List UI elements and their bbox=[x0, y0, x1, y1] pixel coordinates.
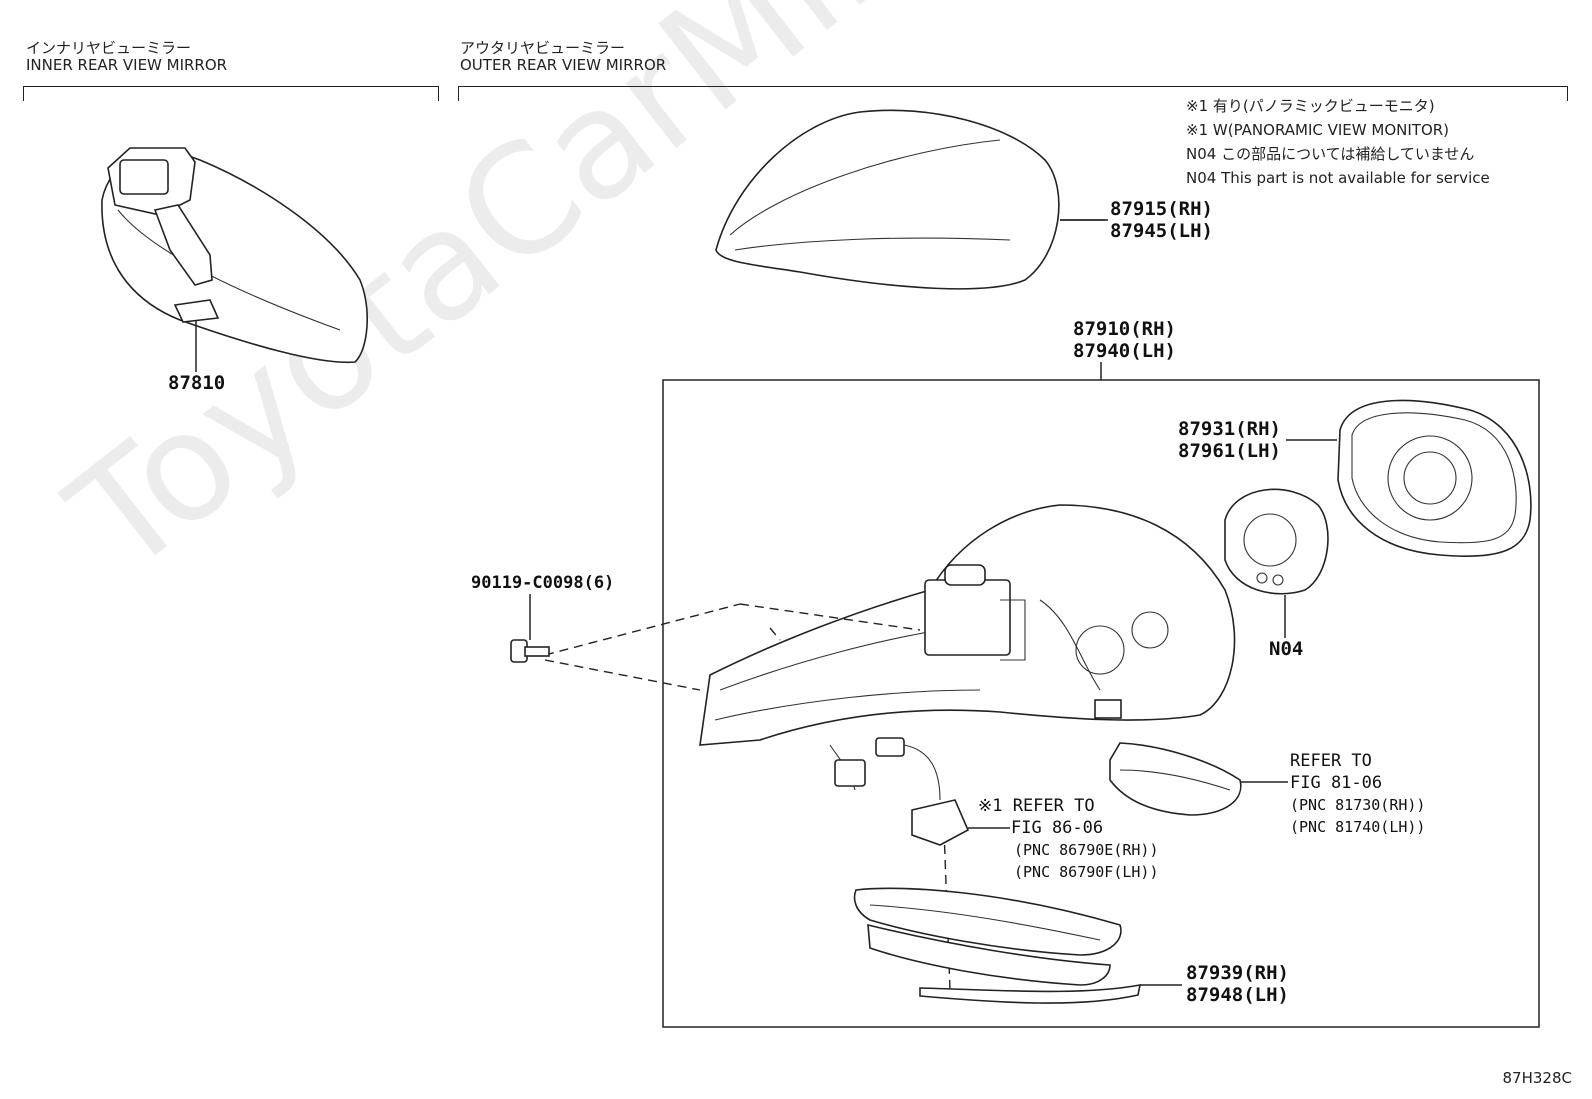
turn-lamp-drawing bbox=[1109, 742, 1288, 816]
ref86-line4: (PNC 86790F(LH)) bbox=[1014, 863, 1159, 881]
part-number-mirror-glass: 87931(RH) 87961(LH) bbox=[1178, 418, 1281, 462]
mirror-cover-drawing bbox=[715, 109, 1105, 290]
actuator-drawing bbox=[1224, 488, 1329, 638]
part-number-screw: 90119-C0098(6) bbox=[471, 573, 615, 593]
glass-lh: 87961(LH) bbox=[1178, 440, 1281, 462]
mirror-glass-drawing bbox=[1286, 399, 1532, 558]
cover-rh: 87915(RH) bbox=[1110, 198, 1213, 220]
ref81-line1: REFER TO bbox=[1290, 751, 1372, 771]
mirror-body-drawing bbox=[699, 504, 1236, 746]
part-number-mirror-cover: 87915(RH) 87945(LH) bbox=[1110, 198, 1213, 242]
part-number-inner-mirror: 87810 bbox=[168, 372, 226, 394]
assy-frame bbox=[662, 362, 1540, 1028]
inner-mirror-header: インナリヤビューミラー INNER REAR VIEW MIRROR bbox=[26, 40, 227, 74]
note-1-jp: ※1 有り(パノラミックビューモニタ) bbox=[1186, 97, 1435, 115]
part-number-mirror-assy: 87910(RH) 87940(LH) bbox=[1073, 318, 1176, 362]
harness-drawing bbox=[829, 737, 1010, 846]
part-number-lamp-cover: 87939(RH) 87948(LH) bbox=[1186, 962, 1289, 1006]
lamp-cover-lh: 87948(LH) bbox=[1186, 984, 1289, 1006]
inner-mirror-title-en: INNER REAR VIEW MIRROR bbox=[26, 56, 228, 74]
reference-fig-81-06: REFER TO FIG 81-06 (PNC 81730(RH)) (PNC … bbox=[1290, 750, 1425, 838]
inner-mirror-title-jp: インナリヤビューミラー bbox=[26, 39, 192, 57]
note-1-en: ※1 W(PANORAMIC VIEW MONITOR) bbox=[1186, 121, 1450, 139]
outer-mirror-title-jp: アウタリヤビューミラー bbox=[460, 39, 626, 57]
lamp-cover-drawing bbox=[853, 887, 1182, 1004]
ref81-line2: FIG 81-06 bbox=[1290, 773, 1383, 793]
cover-lh: 87945(LH) bbox=[1110, 220, 1213, 242]
inner-section-bracket bbox=[23, 86, 439, 101]
outer-mirror-header: アウタリヤビューミラー OUTER REAR VIEW MIRROR bbox=[460, 40, 666, 74]
lamp-cover-rh: 87939(RH) bbox=[1186, 962, 1289, 984]
assy-rh: 87910(RH) bbox=[1073, 318, 1176, 340]
inner-mirror-drawing bbox=[101, 147, 368, 372]
ref81-line3: (PNC 81730(RH)) bbox=[1290, 796, 1426, 814]
ref86-line1: ※1 REFER TO bbox=[978, 796, 1095, 816]
notes-block: ※1 有り(パノラミックビューモニタ) ※1 W(PANORAMIC VIEW … bbox=[1186, 94, 1490, 190]
ref81-line4: (PNC 81740(LH)) bbox=[1290, 818, 1426, 836]
reference-fig-86-06: ※1 REFER TO FIG 86-06 (PNC 86790E(RH)) (… bbox=[978, 795, 1159, 883]
outer-section-bracket bbox=[458, 86, 1568, 101]
screw-drawing bbox=[510, 594, 550, 663]
ref86-line2: FIG 86-06 bbox=[1011, 818, 1104, 838]
note-n04-jp: N04 この部品については補給していません bbox=[1186, 145, 1475, 163]
part-number-actuator: N04 bbox=[1269, 638, 1304, 660]
outer-mirror-title-en: OUTER REAR VIEW MIRROR bbox=[460, 56, 667, 74]
glass-rh: 87931(RH) bbox=[1178, 418, 1281, 440]
assy-lh: 87940(LH) bbox=[1073, 340, 1176, 362]
note-n04-en: N04 This part is not available for servi… bbox=[1186, 169, 1490, 187]
ref86-line3: (PNC 86790E(RH)) bbox=[1014, 841, 1159, 859]
figure-code: 87H328C bbox=[1502, 1069, 1572, 1087]
